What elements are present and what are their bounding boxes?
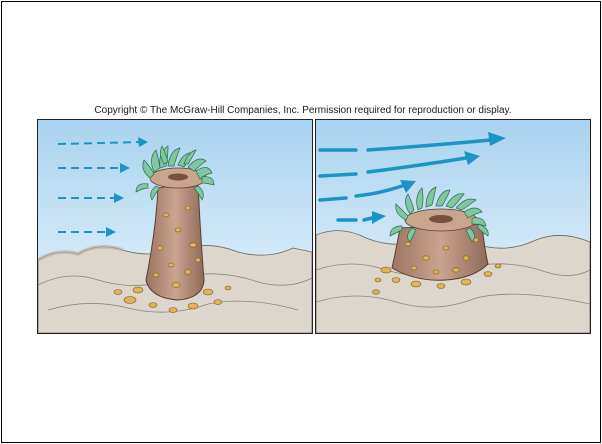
panel-tall-anemone — [37, 119, 313, 334]
panel-short-anemone — [315, 119, 591, 334]
copyright-notice: Copyright © The McGraw-Hill Companies, I… — [2, 105, 602, 116]
tall-anemone-illustration — [38, 120, 312, 333]
short-anemone-illustration — [316, 120, 590, 333]
